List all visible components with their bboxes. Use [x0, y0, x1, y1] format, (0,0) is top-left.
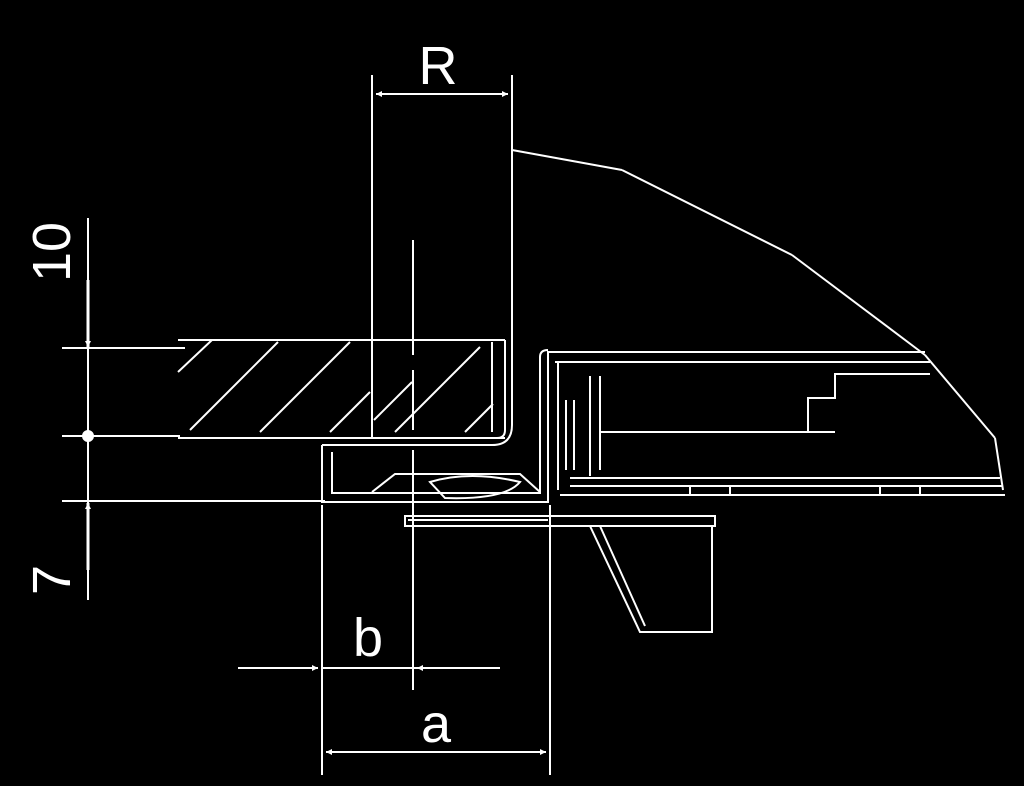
housing-corner — [994, 437, 1004, 491]
channel-inner — [331, 349, 549, 494]
hatch-2 — [189, 341, 279, 431]
housing-slope-upper — [621, 169, 793, 256]
foot-block — [589, 525, 713, 633]
label-10: 10 — [22, 222, 82, 282]
support-bracket — [322, 149, 1004, 491]
fastener-head — [428, 475, 522, 500]
housing-top-edge — [511, 149, 623, 171]
dimension-vertical — [62, 218, 325, 600]
lower-plate — [404, 515, 716, 527]
dimension-a — [326, 505, 551, 775]
channel-outer — [321, 351, 570, 503]
dimension-r — [371, 75, 513, 438]
hatch-6 — [394, 346, 481, 433]
housing-slope-middle — [791, 254, 926, 356]
label-7: 7 — [22, 565, 82, 595]
bracket-outer-curve — [322, 150, 513, 446]
bracket-inner-curve — [372, 340, 506, 439]
hatch-1 — [177, 339, 213, 373]
channel-profile — [321, 349, 930, 633]
hatch-5 — [373, 381, 413, 421]
fastener-base — [371, 473, 541, 493]
housing-interior — [557, 362, 1005, 496]
drawing-lines — [62, 75, 1005, 775]
hatch-7 — [464, 403, 494, 433]
foot-block-inner — [599, 525, 646, 627]
inner-step — [807, 373, 930, 432]
hatch-4 — [329, 391, 371, 433]
label-a: a — [421, 694, 452, 754]
shelf-board — [177, 339, 505, 439]
label-b: b — [353, 608, 383, 668]
dimension-b — [238, 505, 500, 775]
label-r: R — [419, 36, 458, 96]
hatch-3 — [259, 341, 351, 433]
housing-slope-lower — [924, 354, 996, 439]
